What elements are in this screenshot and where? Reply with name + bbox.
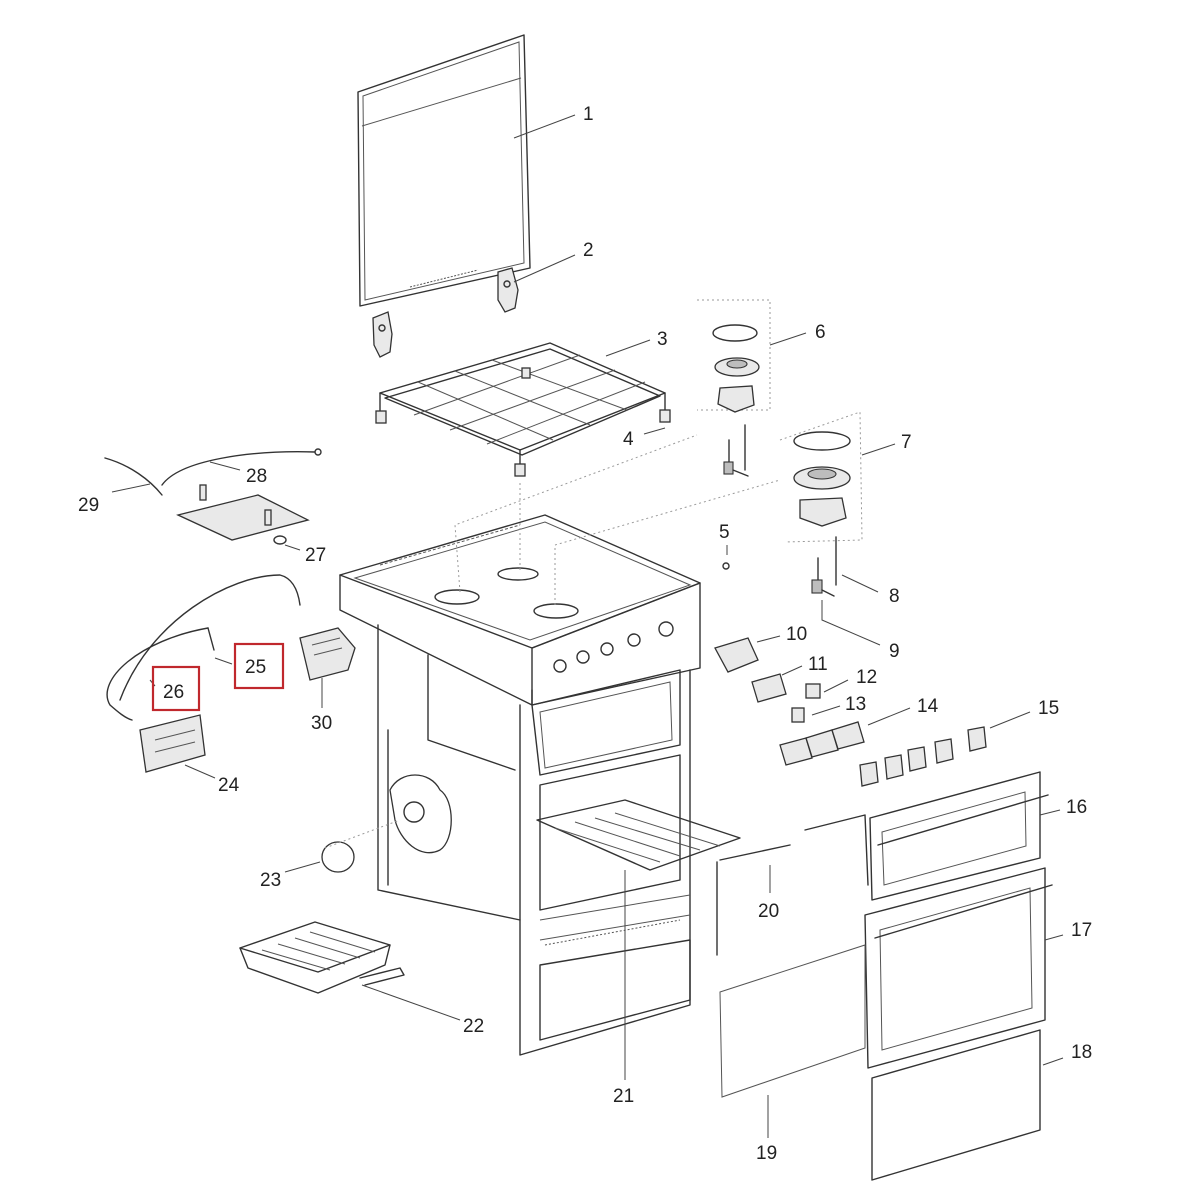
part-8-9-thermocouple [811,536,837,597]
callout-labels: 1 2 3 4 5 6 7 8 9 10 11 12 13 14 15 16 1… [78,104,1092,1164]
callout-8[interactable]: 8 [889,586,900,607]
callout-26[interactable]: 26 [163,682,184,703]
part-4-grid-feet [375,367,671,477]
part-2-lid-hinges [372,267,519,358]
part-24-26-element-cable [106,627,215,773]
callout-3[interactable]: 3 [657,329,668,350]
part-23-plug [321,819,401,873]
callout-12[interactable]: 12 [856,667,877,688]
part-5-screw [722,562,730,570]
callout-5[interactable]: 5 [719,522,730,543]
part-19-inner-glass [719,944,866,1098]
part-21-oven-shelf [536,799,741,871]
callout-25[interactable]: 25 [245,657,266,678]
highlight-box-26 [151,665,201,712]
parts-10-15-controls [714,637,987,787]
part-18-door-panel [871,1029,1041,1181]
part-20-door-seals [716,814,869,956]
part-27-29-probe-bracket [104,448,322,545]
callout-28[interactable]: 28 [246,466,267,487]
part-17-oven-door [864,867,1053,1069]
callout-27[interactable]: 27 [305,545,326,566]
callout-29[interactable]: 29 [78,495,99,516]
callout-18[interactable]: 18 [1071,1042,1092,1063]
part-1-glass-lid [357,34,531,307]
callout-4[interactable]: 4 [623,429,634,450]
callout-1[interactable]: 1 [583,104,594,125]
callout-14[interactable]: 14 [917,696,939,717]
callout-16[interactable]: 16 [1066,797,1087,818]
callout-19[interactable]: 19 [756,1143,777,1164]
cooker-body [339,514,701,1056]
part-6-small-burner [697,299,771,413]
callout-20[interactable]: 20 [758,901,779,922]
burner-guide-lines [454,434,781,605]
part-3-pan-support [379,342,666,471]
callout-17[interactable]: 17 [1071,920,1092,941]
callout-30[interactable]: 30 [311,713,332,734]
part-25-cable [119,574,301,701]
part-16-grill-door [869,771,1049,901]
callout-21[interactable]: 21 [613,1086,634,1107]
callout-23[interactable]: 23 [260,870,281,891]
callout-22[interactable]: 22 [463,1016,484,1037]
part-30-switch-block [299,627,356,681]
callout-7[interactable]: 7 [901,432,912,453]
callout-24[interactable]: 24 [218,775,240,796]
part-7-large-burner [779,411,863,543]
burner-6-igniter [723,424,749,477]
callout-9[interactable]: 9 [889,641,900,662]
part-22-grill-pan [239,921,405,994]
callout-6[interactable]: 6 [815,322,826,343]
callout-11[interactable]: 11 [808,654,828,675]
leader-lines [111,114,1064,1138]
callout-15[interactable]: 15 [1038,698,1059,719]
callout-10[interactable]: 10 [786,624,807,645]
callout-2[interactable]: 2 [583,240,594,261]
callout-13[interactable]: 13 [845,694,866,715]
highlight-box-25 [233,642,285,690]
